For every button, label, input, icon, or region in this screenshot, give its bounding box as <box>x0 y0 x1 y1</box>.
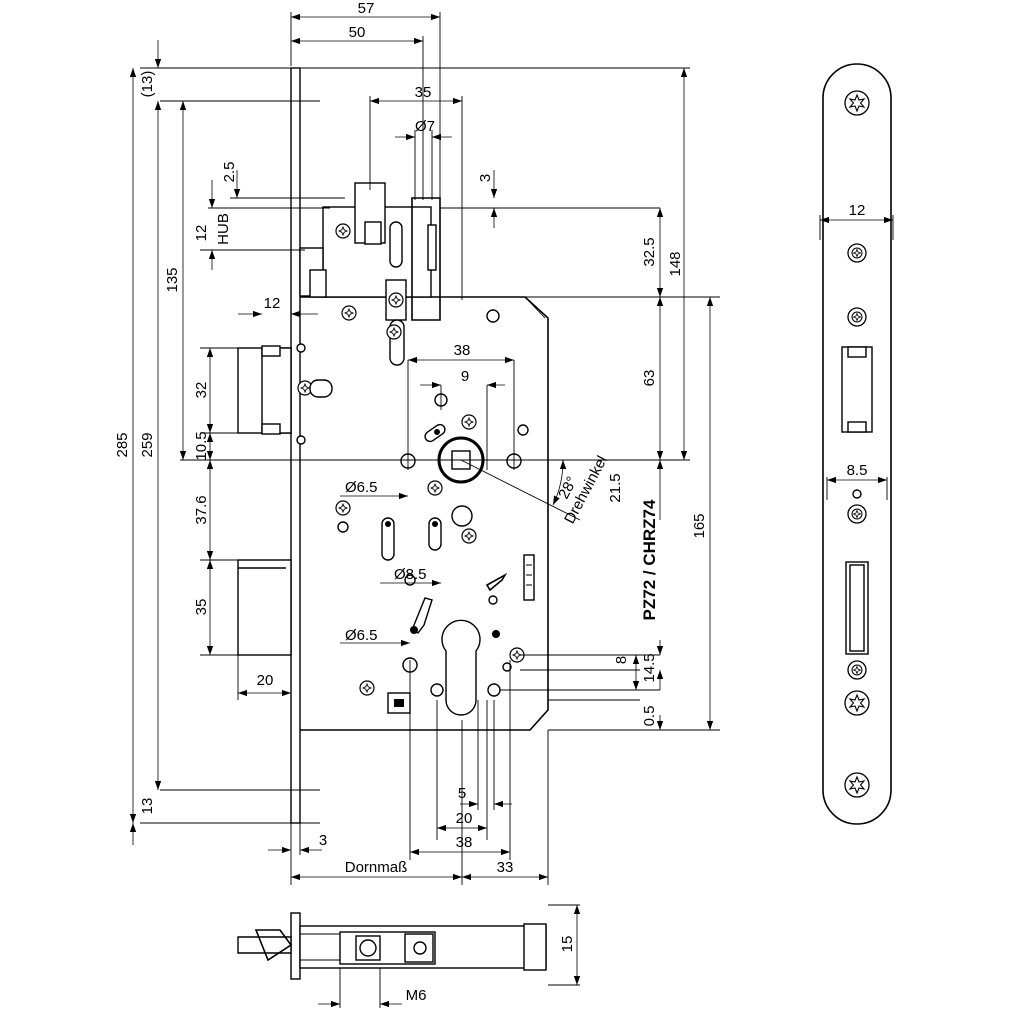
dim-25: 2.5 <box>221 162 238 183</box>
dim-165: 165 <box>691 513 708 538</box>
deadbolt <box>237 559 292 656</box>
dim-32: 32 <box>193 382 210 399</box>
label-pz72-chrz74: PZ72 / CHRZ74 <box>640 499 659 620</box>
cylinder-cutout <box>441 619 481 716</box>
latch-follower-block <box>299 182 441 366</box>
dim-325: 32.5 <box>641 237 658 266</box>
front-view <box>237 67 549 824</box>
dim-35-deadbolt: 35 <box>193 599 210 616</box>
latch-bolt <box>237 345 292 435</box>
dim-38-a: 38 <box>454 342 471 359</box>
side-view-faceplate <box>822 63 892 825</box>
dim-33: 33 <box>497 859 514 876</box>
dim-12-hub: 12 <box>193 225 210 242</box>
dim-148: 148 <box>667 251 684 276</box>
dim-13-bottom: 13 <box>139 798 156 815</box>
dimension-lines <box>129 12 894 1008</box>
dim-57: 57 <box>358 0 375 17</box>
dim-3-bottom: 3 <box>319 832 327 849</box>
dim-105: 10.5 <box>193 431 210 460</box>
dim-dia65-b: Ø6.5 <box>345 627 378 644</box>
dim-13-top: (13) <box>139 71 156 98</box>
dim-35-top: 35 <box>415 84 432 101</box>
bottom-view <box>237 912 547 980</box>
dim-5: 5 <box>458 785 466 802</box>
dim-8: 8 <box>613 656 630 664</box>
dim-05: 0.5 <box>641 706 658 727</box>
dim-50: 50 <box>349 24 366 41</box>
dim-259: 259 <box>139 432 156 457</box>
dim-side-12: 12 <box>849 202 866 219</box>
dim-dia65-a: Ø6.5 <box>345 479 378 496</box>
dim-38-b: 38 <box>456 834 473 851</box>
dim-dia85: Ø8.5 <box>394 566 427 583</box>
dim-9: 9 <box>461 368 469 385</box>
dim-20: 20 <box>257 672 274 689</box>
dimension-labels: 57 50 35 Ø7 38 9 Ø6.5 Ø8.5 Ø6.5 12 20 5 … <box>114 0 867 1004</box>
dim-215: 21.5 <box>607 473 624 502</box>
dim-side-85: 8.5 <box>847 462 868 479</box>
dim-12-latch: 12 <box>264 295 281 312</box>
dim-dornmass: Dornmaß <box>345 859 408 876</box>
dim-15: 15 <box>559 936 576 953</box>
dim-145: 14.5 <box>641 653 658 682</box>
dim-63: 63 <box>641 370 658 387</box>
faceplate <box>290 67 301 824</box>
dim-376: 37.6 <box>193 495 210 524</box>
dim-3-top: 3 <box>477 174 494 182</box>
dim-285: 285 <box>114 432 131 457</box>
dim-dia7: Ø7 <box>415 118 435 135</box>
dim-20-b: 20 <box>456 810 473 827</box>
dim-m6: M6 <box>406 987 427 1004</box>
dim-135: 135 <box>164 267 181 292</box>
dim-hub: HUB <box>215 213 232 245</box>
